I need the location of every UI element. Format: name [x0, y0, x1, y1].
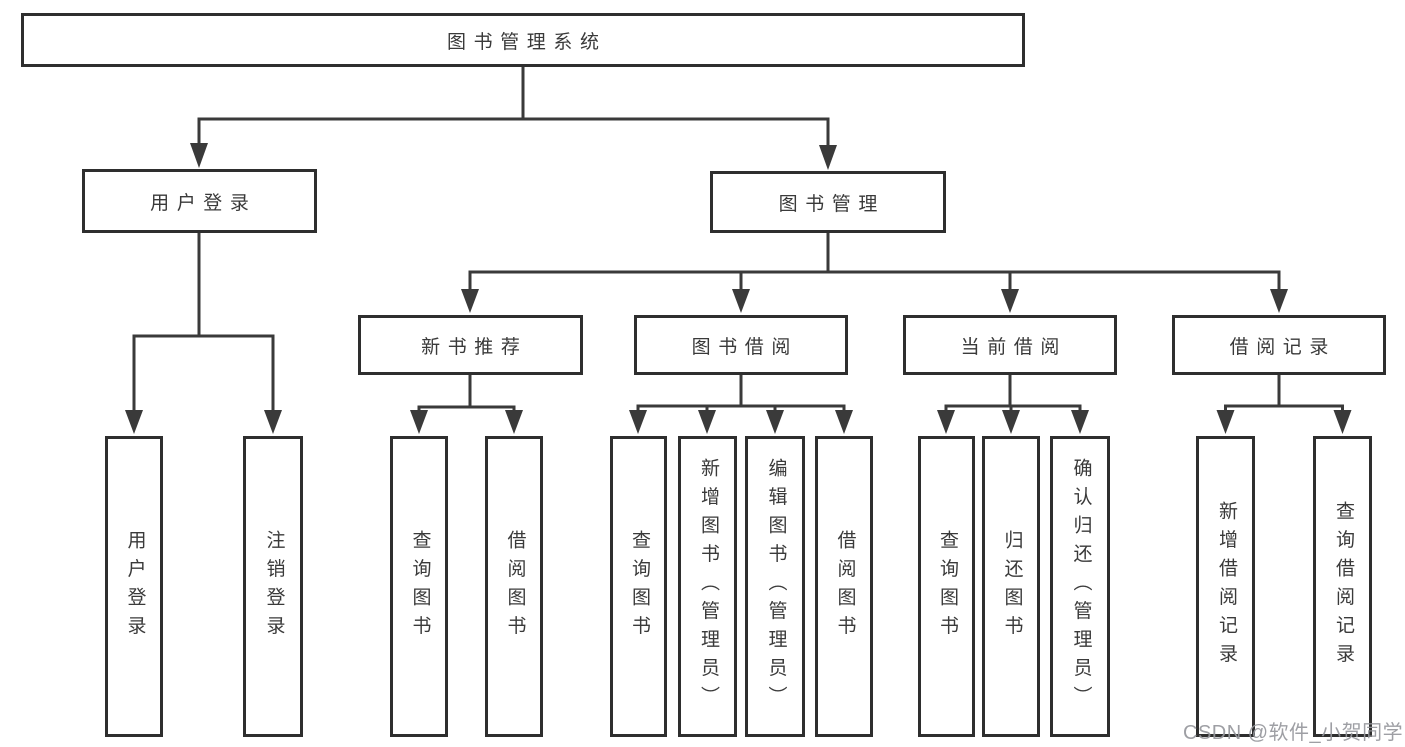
node-book-borrow: 图书借阅 [634, 315, 848, 375]
leaf-borrow-borrow-book: 借阅图书 [815, 436, 873, 737]
leaf-borrow-query-book-label: 查询图书 [628, 529, 650, 644]
node-user-login: 用户登录 [82, 169, 317, 233]
leaf-add-borrow-record-label: 新增借阅记录 [1215, 501, 1237, 672]
node-current-borrow: 当前借阅 [903, 315, 1117, 375]
leaf-borrow-borrow-book-label: 借阅图书 [834, 529, 856, 644]
leaf-confirm-return-admin: 确认归还（管理员） [1050, 436, 1110, 737]
leaf-confirm-return-admin-label: 确认归还（管理员） [1070, 458, 1092, 715]
leaf-newbooks-borrow-book: 借阅图书 [485, 436, 543, 737]
leaf-user-login-label: 用户登录 [124, 529, 146, 644]
node-book-mgmt: 图书管理 [710, 171, 946, 233]
leaf-edit-book-admin-label: 编辑图书（管理员） [765, 458, 787, 715]
connector-book-mgmt-branch [461, 233, 1288, 313]
leaf-add-book-admin-label: 新增图书（管理员） [697, 458, 719, 715]
leaf-current-query-book-label: 查询图书 [936, 529, 958, 644]
node-user-login-label: 用户登录 [150, 192, 257, 214]
connector-book-borrow-branch [629, 375, 853, 434]
watermark: CSDN @软件_小贺同学 [1183, 722, 1404, 744]
node-current-borrow-label: 当前借阅 [960, 336, 1067, 358]
leaf-logout: 注销登录 [243, 436, 303, 737]
leaf-return-book-label: 归还图书 [1001, 529, 1023, 644]
connector-borrow-records-branch [1216, 375, 1352, 434]
leaf-newbooks-borrow-book-label: 借阅图书 [504, 529, 526, 644]
node-book-mgmt-label: 图书管理 [778, 193, 885, 215]
node-new-books-label: 新书推荐 [421, 336, 528, 358]
leaf-add-borrow-record: 新增借阅记录 [1196, 436, 1255, 737]
leaf-current-query-book: 查询图书 [918, 436, 975, 737]
connector-user-login-branch [125, 233, 282, 434]
node-new-books: 新书推荐 [358, 315, 583, 375]
leaf-add-book-admin: 新增图书（管理员） [678, 436, 737, 737]
node-root: 图书管理系统 [21, 13, 1025, 67]
node-borrow-records-label: 借阅记录 [1229, 336, 1336, 358]
leaf-user-login: 用户登录 [105, 436, 163, 737]
node-borrow-records: 借阅记录 [1172, 315, 1386, 375]
node-book-borrow-label: 图书借阅 [691, 336, 798, 358]
node-root-label: 图书管理系统 [446, 31, 607, 53]
leaf-edit-book-admin: 编辑图书（管理员） [745, 436, 805, 737]
leaf-logout-label: 注销登录 [263, 529, 285, 644]
connector-current-borrow-branch [937, 375, 1089, 434]
leaf-return-book: 归还图书 [982, 436, 1040, 737]
leaf-query-borrow-record: 查询借阅记录 [1313, 436, 1372, 737]
leaf-newbooks-query-book: 查询图书 [390, 436, 448, 737]
leaf-query-borrow-record-label: 查询借阅记录 [1332, 501, 1354, 672]
connector-new-books-branch [410, 375, 523, 434]
leaf-newbooks-query-book-label: 查询图书 [409, 529, 431, 644]
leaf-borrow-query-book: 查询图书 [610, 436, 667, 737]
connector-root-to-level2 [190, 67, 837, 170]
